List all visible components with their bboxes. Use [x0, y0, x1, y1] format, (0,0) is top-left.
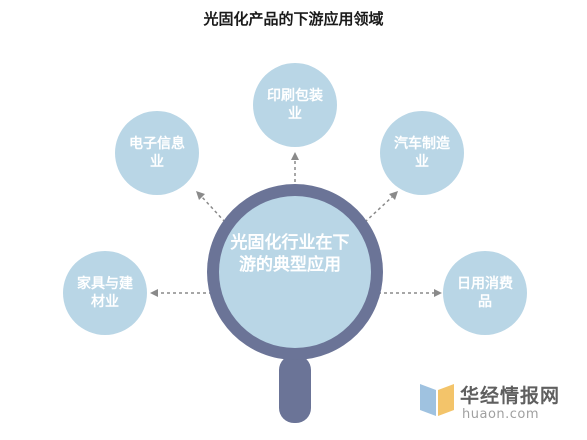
- brand-logo-icon: [420, 384, 454, 416]
- node-consumer-goods-label: 日用消费品: [457, 276, 513, 310]
- connector-upper-right: [364, 196, 393, 223]
- arrowhead-right: [434, 289, 442, 297]
- arrowhead-upper-right: [389, 191, 398, 200]
- node-electronics-label: 电子信息业: [129, 136, 185, 170]
- watermark-url: huaon.com: [462, 407, 540, 422]
- node-home-building: 家具与建材业: [63, 251, 147, 335]
- magnifier-handle: [279, 355, 311, 423]
- node-automotive: 汽车制造业: [380, 111, 464, 195]
- arrowhead-top: [291, 152, 299, 160]
- watermark-brand: 华经情报网: [460, 385, 561, 407]
- node-consumer-goods: 日用消费品: [443, 251, 527, 335]
- node-electronics: 电子信息业: [115, 111, 199, 195]
- center-label: 光固化行业在下游的典型应用: [230, 233, 350, 275]
- node-printing-packaging: 印刷包装业: [253, 63, 337, 147]
- node-home-building-label: 家具与建材业: [77, 276, 133, 310]
- arrowhead-left: [150, 289, 158, 297]
- arrowhead-upper-left: [196, 191, 205, 200]
- node-automotive-label: 汽车制造业: [394, 136, 450, 170]
- diagram-title: 光固化产品的下游应用领域: [203, 10, 384, 28]
- node-printing-packaging-label: 印刷包装业: [267, 88, 323, 122]
- magnifier-lens: [219, 196, 371, 348]
